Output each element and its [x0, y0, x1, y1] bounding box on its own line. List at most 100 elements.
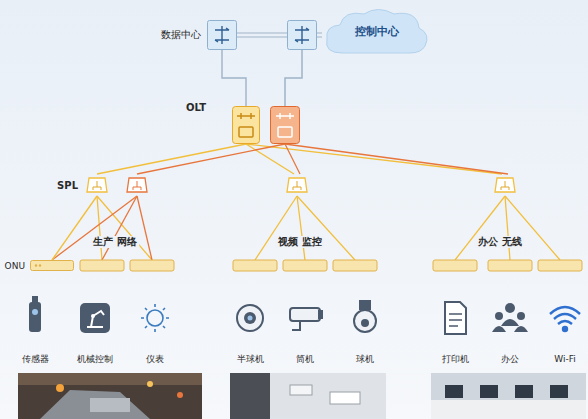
meter-icon-part — [147, 310, 163, 326]
bullet-camera-icon-part — [318, 310, 323, 319]
switch-node: 数据中心 — [207, 20, 237, 50]
dome-camera-icon-part — [248, 316, 253, 321]
fiber-link — [97, 144, 246, 174]
dome-camera-icon-part — [237, 305, 263, 331]
printer-icon — [445, 302, 466, 334]
yellow-fiber-part — [297, 196, 305, 260]
orange-fiber-part — [285, 144, 508, 174]
device-caption: 半球机 — [237, 354, 264, 365]
onu-devices-part — [283, 260, 327, 271]
office-people-icon-part — [492, 326, 506, 332]
sensor-icon-part — [29, 302, 41, 332]
device-caption: 球机 — [356, 354, 374, 365]
node-outline-part — [35, 264, 37, 266]
camera-room-photo-part — [330, 392, 360, 404]
robot-control-icon-part — [87, 311, 104, 327]
dome-camera-icon-part — [244, 312, 256, 324]
speed-dome-icon-part — [359, 300, 371, 310]
factory-photo-part — [18, 373, 202, 385]
office-people-icon-part — [514, 326, 528, 332]
node-outline — [207, 20, 237, 50]
yellow-fiber-part — [505, 196, 510, 260]
onu-devices-part — [233, 260, 277, 271]
wifi-icon-part — [558, 321, 572, 324]
speed-dome-icon-part — [361, 319, 369, 327]
splitter-icon-part — [495, 178, 515, 192]
office-photo-part — [431, 400, 586, 419]
splitter-icon — [495, 178, 515, 192]
onu-node: ONU — [30, 260, 74, 271]
camera-room-photo-part — [230, 373, 270, 419]
printer-icon-part — [445, 302, 466, 334]
camera-room-photo-part — [230, 373, 386, 419]
node-outline-part — [208, 21, 237, 50]
device-caption: 传感器 — [22, 354, 49, 365]
office-people-icon-part — [517, 312, 525, 320]
wifi-icon — [550, 307, 580, 331]
onu-devices-part — [433, 260, 477, 271]
group-label: 办公 无线 — [475, 236, 524, 248]
yellow-fiber-part — [246, 144, 502, 174]
splitter-icon — [127, 178, 147, 192]
factory-photo-part — [18, 373, 202, 419]
olt-device — [271, 107, 300, 144]
onu-devices — [80, 260, 582, 271]
node-outline — [232, 106, 260, 144]
office-people-icon-part — [501, 319, 519, 326]
switch-icon-part — [295, 26, 309, 44]
factory-photo-part — [177, 392, 183, 398]
fiber-link — [222, 50, 246, 106]
office-photo — [431, 373, 586, 419]
robot-control-icon — [80, 303, 110, 333]
speed-dome-icon — [354, 300, 376, 332]
speed-dome-icon-part — [354, 310, 376, 332]
group-label: 生产 网络 — [90, 236, 139, 248]
wifi-icon-part — [554, 314, 576, 319]
orange-fiber-part — [137, 144, 285, 174]
sensor-icon — [29, 296, 41, 332]
node-outline-part — [239, 127, 253, 137]
yellow-fiber-part — [505, 196, 560, 260]
splitter-icon-part — [133, 181, 141, 190]
node-text: SPL — [57, 180, 78, 191]
splitter-node: SPL — [86, 174, 108, 196]
node-text: ONU — [5, 261, 25, 271]
node-outline-part — [237, 113, 255, 119]
olt-node: OLT — [232, 106, 260, 144]
yellow-fiber-part — [97, 196, 102, 260]
orange-fiber — [52, 144, 508, 260]
onu-devices-part — [130, 260, 174, 271]
device-caption: 仪表 — [146, 354, 164, 365]
printer-icon-part — [449, 314, 462, 326]
orange-fiber-part — [102, 196, 137, 260]
office-photo-part — [480, 385, 498, 398]
uplink-line — [285, 50, 302, 106]
bullet-camera-icon — [290, 308, 323, 330]
sensor-icon-part — [32, 296, 38, 302]
node-outline-part — [87, 178, 107, 192]
olt-device-part — [271, 107, 300, 144]
node-outline-part — [31, 261, 74, 271]
onu-devices-part — [538, 260, 582, 271]
camera-room-photo — [230, 373, 386, 419]
cloud-node: 控制中心 — [322, 6, 432, 56]
splitter-icon-part — [127, 178, 147, 192]
switch-icon — [288, 21, 317, 50]
node-text: OLT — [186, 102, 206, 113]
node-outline-part — [93, 181, 101, 190]
onu-devices-part — [488, 260, 532, 271]
group-label: 视频 监控 — [275, 236, 324, 248]
fiber-link — [52, 196, 97, 260]
device-caption: 机械控制 — [77, 354, 113, 365]
office-people-icon-part — [495, 312, 503, 320]
splitter-icon-part — [293, 181, 301, 190]
office-people-icon-part — [505, 303, 515, 313]
splitter-icon-part — [287, 178, 307, 192]
bullet-camera-icon-part — [292, 321, 300, 330]
factory-photo-part — [56, 384, 64, 392]
node-outline-part — [233, 107, 260, 144]
splitter-icon-part — [501, 181, 509, 190]
orange-fiber-part — [285, 144, 300, 174]
meter-icon-part — [141, 304, 169, 332]
